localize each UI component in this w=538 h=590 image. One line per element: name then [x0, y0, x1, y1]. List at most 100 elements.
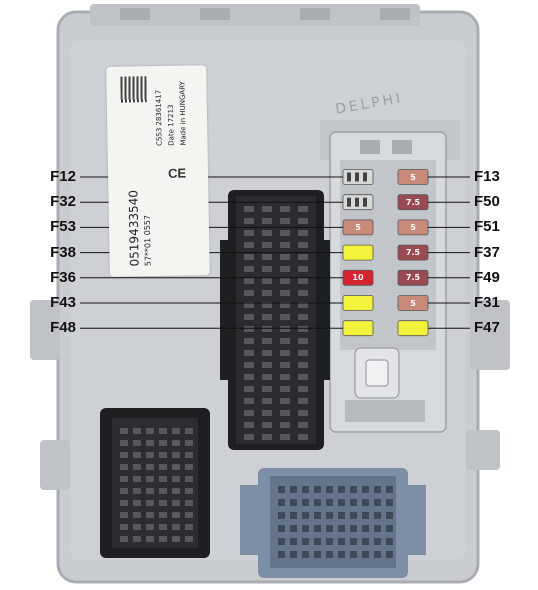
connector-pin — [350, 525, 357, 532]
connector-pin — [298, 242, 308, 248]
connector-pin — [280, 410, 290, 416]
connector-pin — [386, 538, 393, 545]
connector-pin — [280, 278, 290, 284]
connector-pin — [262, 434, 272, 440]
connector-pin — [185, 488, 193, 494]
connector-pin — [302, 512, 309, 519]
connector-pin — [159, 500, 167, 506]
ce-mark: CE — [167, 165, 187, 181]
connector-pin — [244, 386, 254, 392]
connector-pin — [185, 464, 193, 470]
callout-label: F36 — [50, 268, 76, 286]
fuse-f47 — [397, 320, 429, 337]
connector-pin — [350, 486, 357, 493]
connector-pin — [146, 452, 154, 458]
part-number: 0519433540 — [126, 189, 142, 267]
connector-pin — [159, 488, 167, 494]
connector-pin — [302, 525, 309, 532]
connector-pin — [185, 500, 193, 506]
connector-pin — [133, 524, 141, 530]
connector-pin — [350, 499, 357, 506]
connector-pin — [278, 486, 285, 493]
connector-pin — [280, 422, 290, 428]
connector-pin — [172, 440, 180, 446]
connector-pin — [338, 538, 345, 545]
connector-pin — [280, 230, 290, 236]
fuse-rating-f37: 7.5 — [405, 248, 421, 258]
connector-pin — [146, 464, 154, 470]
connector-pin — [298, 314, 308, 320]
connector-pin — [314, 486, 321, 493]
callout-label: F31 — [474, 294, 500, 311]
connector-pin — [133, 452, 141, 458]
connector-pin — [146, 488, 154, 494]
connector-pin — [350, 538, 357, 545]
connector-pin — [172, 452, 180, 458]
fuse-rating-f36: 10 — [352, 273, 364, 283]
connector-pin — [146, 524, 154, 530]
connector-pin — [120, 500, 128, 506]
connector-pin — [338, 551, 345, 558]
connector-pin — [298, 278, 308, 284]
connector-pin — [298, 206, 308, 212]
connector-pin — [159, 428, 167, 434]
connector-pin — [262, 362, 272, 368]
connector-pin — [262, 386, 272, 392]
connector-pin — [133, 512, 141, 518]
connector-pin — [244, 242, 254, 248]
connector-pin — [298, 362, 308, 368]
connector-pin — [298, 302, 308, 308]
connector-pin — [244, 278, 254, 284]
connector-pin — [278, 512, 285, 519]
connector-pin — [302, 499, 309, 506]
callout-label: F51 — [474, 218, 500, 236]
connector-pin — [280, 206, 290, 212]
connector-pin — [244, 290, 254, 296]
connector-pin — [298, 218, 308, 224]
connector-pin — [185, 440, 193, 446]
connector-pin — [262, 422, 272, 428]
connector-pin — [280, 386, 290, 392]
connector-pin — [278, 538, 285, 545]
callout-label: F43 — [50, 294, 76, 311]
connector-pin — [278, 525, 285, 532]
fuse-f48 — [342, 320, 374, 337]
connector-pin — [185, 512, 193, 518]
connector-pin — [262, 278, 272, 284]
connector-pin — [280, 266, 290, 272]
connector-pin — [262, 326, 272, 332]
center-connector — [220, 190, 330, 450]
connector-pin — [298, 410, 308, 416]
connector-pin — [244, 206, 254, 212]
callout-label: F53 — [50, 218, 76, 236]
connector-pin — [362, 538, 369, 545]
connector-pin — [326, 486, 333, 493]
fuse-rating-f13: 5 — [410, 172, 416, 182]
connector-pin — [362, 486, 369, 493]
connector-pin — [146, 536, 154, 542]
connector-pin — [298, 350, 308, 356]
connector-pin — [172, 512, 180, 518]
connector-pin — [278, 499, 285, 506]
qr-code — [120, 76, 147, 103]
connector-pin — [278, 551, 285, 558]
connector-pin — [172, 428, 180, 434]
connector-pin — [146, 428, 154, 434]
connector-pin — [185, 476, 193, 482]
connector-pin — [244, 362, 254, 368]
connector-pin — [280, 338, 290, 344]
connector-pin — [172, 536, 180, 542]
connector-pin — [362, 525, 369, 532]
connector-pin — [172, 524, 180, 530]
connector-pin — [314, 525, 321, 532]
connector-pin — [262, 290, 272, 296]
connector-pin — [374, 486, 381, 493]
callout-label: F48 — [50, 319, 76, 337]
connector-pin — [386, 525, 393, 532]
connector-pin — [244, 410, 254, 416]
connector-pin — [374, 512, 381, 519]
part-label-line-c: Date 17213 — [166, 104, 176, 146]
connector-pin — [280, 374, 290, 380]
connector-pin — [314, 538, 321, 545]
lower-blue-connector — [240, 468, 426, 578]
